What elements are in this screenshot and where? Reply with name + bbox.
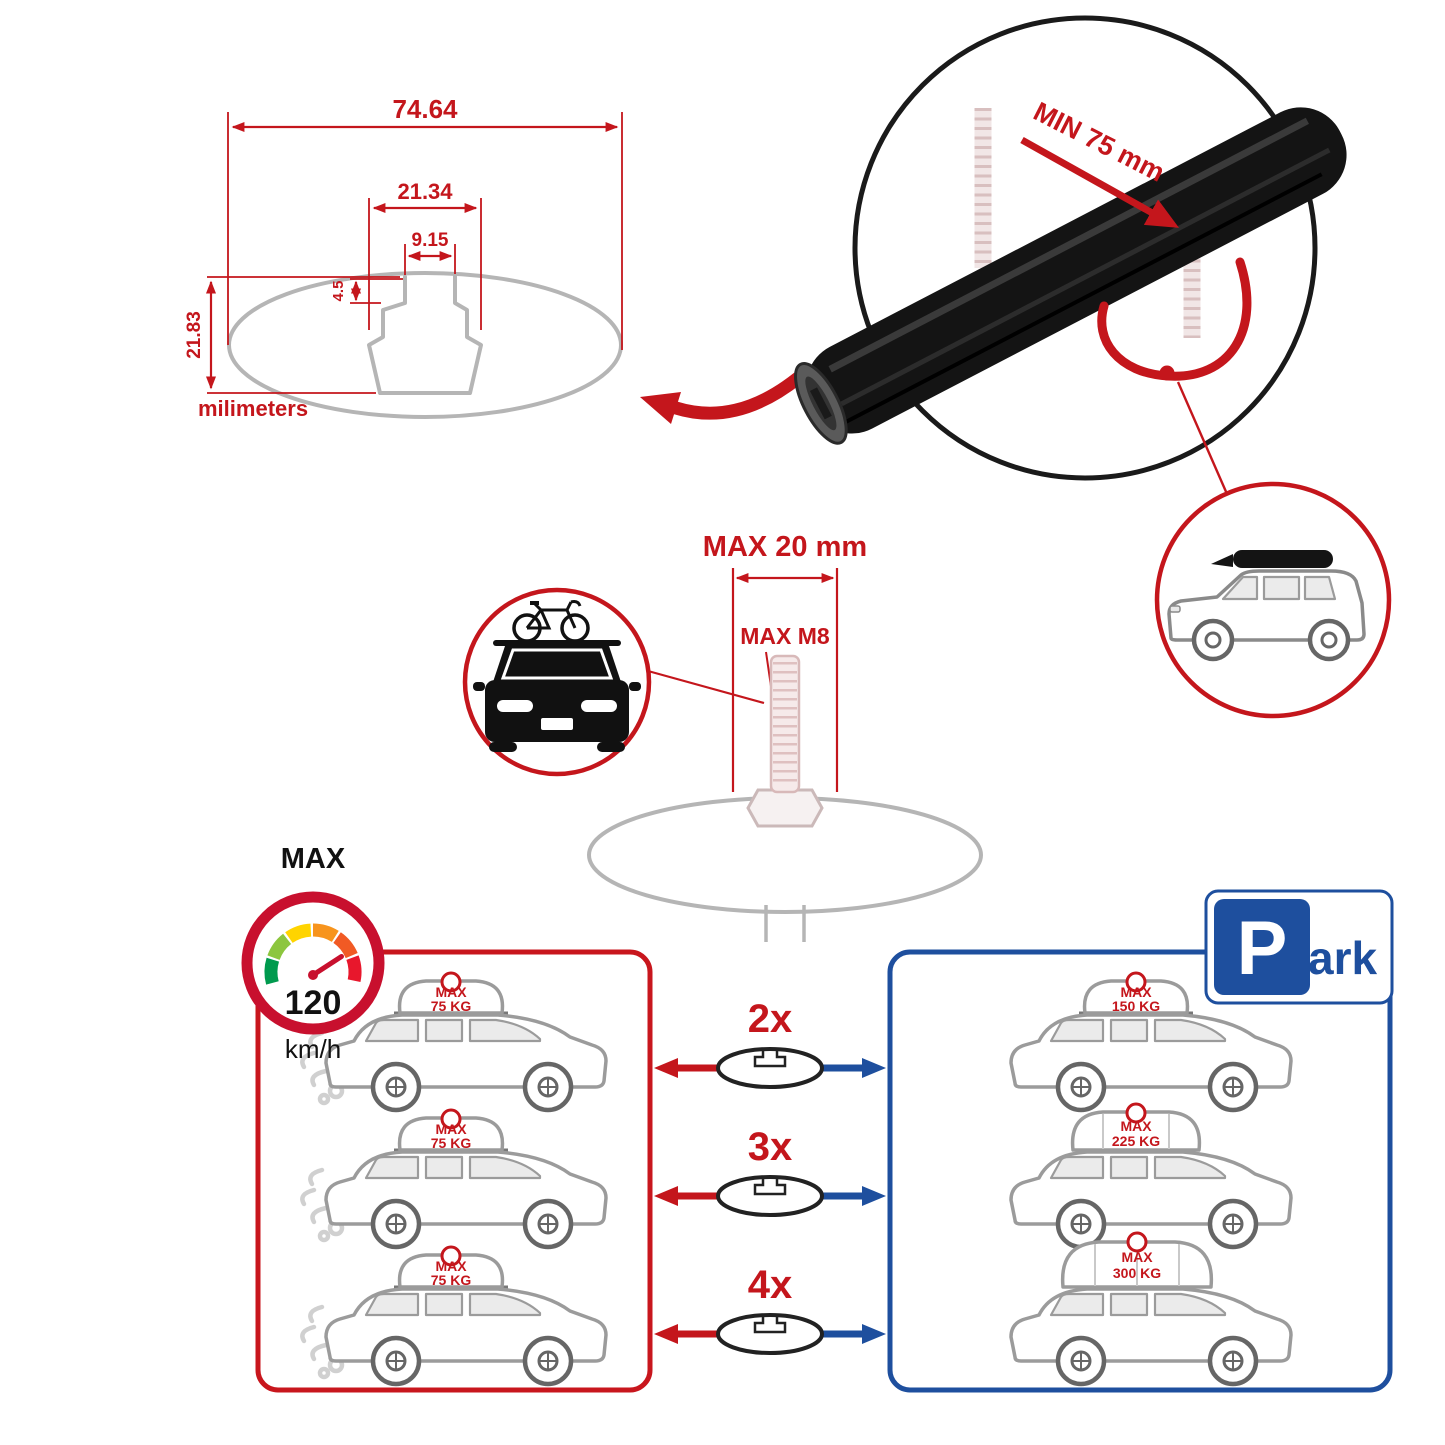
crossbar-section-icon [716,1047,824,1089]
headlight [581,700,617,712]
bike-car-bubble [462,587,765,777]
bag-max-label: MAX [1120,1118,1152,1134]
roofbox-suv-bubble [1154,481,1392,719]
roof-bar-icon [493,640,621,646]
multiplier-label: 2x [748,997,793,1041]
dim-mid-width-label: 21.34 [397,179,453,204]
driving-panel: MAX 75 KG MAX 75 KG MAX 75 KG [255,949,653,1393]
left-arrow-icon [654,1058,678,1078]
bar-3d-render: MIN 75 mm [794,15,1347,495]
max-length-label: MAX 20 mm [703,531,867,563]
bike-frame-icon [525,601,577,630]
bag-weight-label: 75 KG [431,1135,472,1151]
multiplier-row: 4x [654,1263,886,1355]
park-sign-rest: ark [1308,932,1377,984]
min-clamp-label: MIN 75 mm [1029,96,1170,187]
leader-to-bolt [647,669,765,705]
bag-weight-label: 75 KG [431,998,472,1014]
max-thread-label: MAX M8 [740,623,830,649]
gauge-unit: km/h [285,1034,341,1064]
leader-to-suv-bubble [1176,381,1229,495]
parked-car-row: MAX 150 KG [1011,971,1291,1110]
dim-lip-depth-label: 4.5 [330,281,347,302]
dim-total-width-label: 74.64 [392,94,458,124]
parking-p-icon [1214,899,1310,995]
parked-car-row: MAX 300 KG [1011,1231,1291,1384]
left-arrow-icon [654,1186,678,1206]
park-sign-p: P [1237,906,1288,991]
license-plate [541,718,573,730]
bag-max-label: MAX [435,1258,467,1274]
car-front-with-bike [473,600,641,752]
bag-weight-label: 150 KG [1112,998,1160,1014]
multiplier-row: 3x [654,1125,886,1217]
multiplier-row: 2x [654,997,886,1089]
driving-car-row: MAX 75 KG [302,1245,606,1384]
park-sign: P ark [1204,889,1394,1005]
right-arrow-icon [862,1324,886,1344]
dim-slot-width-label: 9.15 [412,230,449,251]
pointer-arrow-curve [669,371,805,420]
headlight [497,700,533,712]
gauge-ring [241,891,385,1035]
gauge-max-label: MAX [281,843,346,875]
driving-car-row: MAX 75 KG [302,971,606,1110]
channel-tail [764,905,806,942]
crossbar-profile-ellipse [227,271,623,419]
multiplier-label: 3x [748,1125,793,1169]
right-arrow-icon [862,1186,886,1206]
crossbar-section-icon [716,1313,824,1355]
zoom-bubble-circle [852,15,1318,481]
t-nut-flange [746,788,824,828]
suv-with-roofbox [1167,550,1366,662]
driving-car-row: MAX 75 KG [302,1108,606,1247]
crossbar-section-icon [716,1175,824,1217]
technical-drawing: 74.64 21.34 9.15 4.5 21.83 milimeters [184,94,805,424]
min-clamp-arrow [1020,136,1180,228]
multiplier-label: 4x [748,1263,793,1307]
gauge-arc-segments [264,923,362,985]
units-label: milimeters [198,396,308,421]
pointer-arrow-head [640,392,681,424]
gauge-value: 120 [285,984,342,1022]
bolt-dimension-diagram: MAX 20 mm MAX M8 [587,531,983,942]
parked-car-row: MAX 225 KG [1011,1102,1291,1247]
parked-panel: MAX 150 KG MAX 225 KG MAX 300 KG P ark [887,889,1394,1393]
crossbar-3d [794,107,1347,445]
roof-box [1233,550,1333,568]
bag-weight-label: 300 KG [1113,1265,1161,1281]
left-arrow-icon [654,1324,678,1344]
bag-weight-label: 225 KG [1112,1133,1160,1149]
bag-max-label: MAX [1121,1249,1153,1265]
t-slot-profile [367,274,483,395]
bag-weight-label: 75 KG [431,1272,472,1288]
bag-max-label: MAX [435,984,467,1000]
right-arrow-icon [862,1058,886,1078]
dim-total-height-label: 21.83 [184,311,205,359]
clamp-reference-dot [1159,365,1175,381]
bag-max-label: MAX [1120,984,1152,1000]
gauge-needle [310,954,344,978]
speed-limit-gauge: MAX 120 km/h [241,843,385,1064]
multiplier-column: 2x 3x 4x [654,997,886,1355]
bag-max-label: MAX [435,1121,467,1137]
